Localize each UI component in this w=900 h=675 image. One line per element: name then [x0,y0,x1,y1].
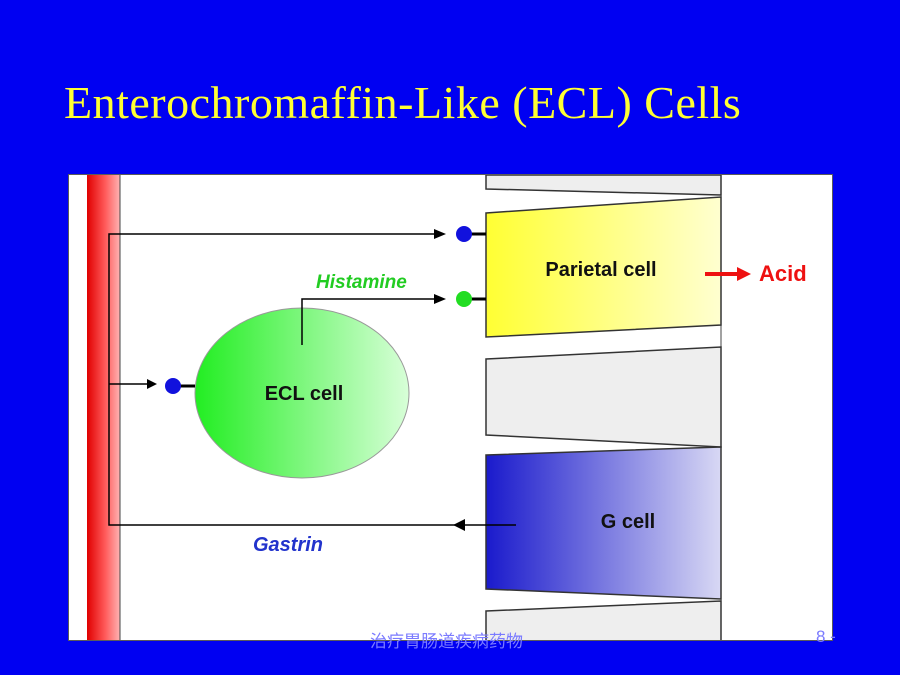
histamine-arrowhead [434,294,446,304]
g-cell-label: G cell [601,511,655,533]
gastrin-receptor-ecl [165,378,181,394]
gastrin-receptor-parietal [456,226,472,242]
slide-footer: 治疗胃肠道疾病药物 [370,632,523,651]
histamine-label: Histamine [316,272,407,293]
acid-label: Acid [759,261,807,286]
epithelial-cell-bottom [485,600,722,640]
gastrin-arrowhead [453,519,465,531]
histamine-receptor [456,291,472,307]
parietal-input-arrowhead [434,229,446,239]
epithelial-cell-middle [485,346,722,448]
ecl-diagram: Parietal cell Acid Histamine ECL cell G … [87,175,807,640]
slide-title: Enterochromaffin-Like (ECL) Cells [64,77,742,128]
blood-supply-line [108,233,516,526]
ecl-input-arrowhead [147,379,157,389]
blood-vessel [87,175,120,640]
ecl-cell-label: ECL cell [265,383,344,405]
gastrin-label: Gastrin [253,534,323,556]
diagram-panel: Parietal cell Acid Histamine ECL cell G … [68,174,833,641]
epithelial-cell-top [485,175,722,196]
parietal-cell [485,196,722,338]
parietal-cell-label: Parietal cell [545,259,656,281]
page-number: 8 - [816,627,836,646]
histamine-line [301,298,434,345]
acid-arrow-icon [737,267,751,281]
g-cell [485,446,722,600]
